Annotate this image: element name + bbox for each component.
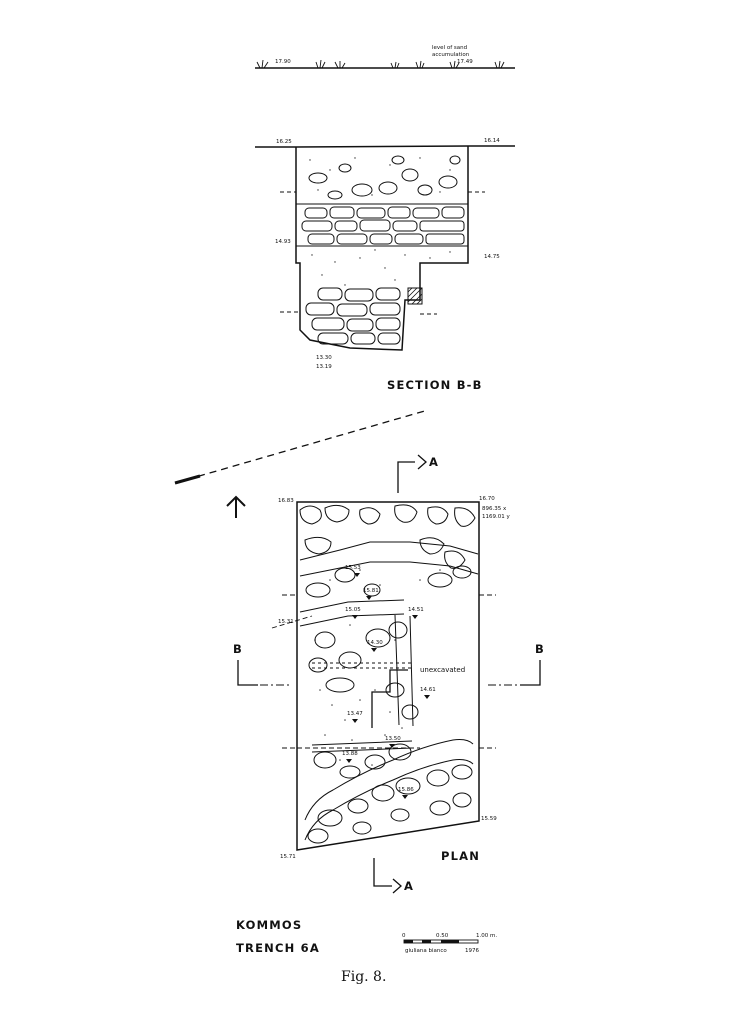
spot-elevation: 15.86 bbox=[398, 787, 414, 793]
svg-text:1.00 m.: 1.00 m. bbox=[476, 933, 497, 939]
plan-corner-sw: 15.71 bbox=[280, 854, 296, 860]
section-title: SECTION B-B bbox=[387, 378, 483, 392]
section-upper-stones bbox=[308, 155, 461, 200]
trench-outline bbox=[296, 501, 480, 851]
plan-coord-y: 1169.01 y bbox=[482, 514, 510, 520]
svg-text:B: B bbox=[233, 642, 243, 656]
surface-profile: 17.90 level of sand accumulation 17.49 bbox=[255, 45, 515, 69]
spot-markers bbox=[346, 573, 430, 799]
section-marker-b-right: B bbox=[488, 642, 545, 686]
surface-elev-right: 17.49 bbox=[457, 59, 473, 65]
section-elev-mid-left: 14.93 bbox=[275, 239, 291, 245]
section-marker-b-left: B bbox=[233, 642, 290, 686]
spot-elevations: 15.53 15.81 15.05 14.51 14.30 14.61 13.4… bbox=[342, 565, 436, 793]
section-level-ticks bbox=[280, 191, 485, 315]
spot-elevation: 15.53 bbox=[345, 565, 361, 571]
spot-elevation: 13.88 bbox=[342, 751, 358, 757]
section-lower-stones bbox=[305, 287, 401, 345]
spot-elevation: 14.30 bbox=[367, 640, 383, 646]
section-elev-bottom-2: 13.19 bbox=[316, 364, 332, 370]
section-stone-courses bbox=[296, 203, 468, 247]
svg-text:0.50: 0.50 bbox=[436, 933, 449, 939]
svg-text:0: 0 bbox=[402, 933, 406, 939]
section-elev-mid-right: 14.75 bbox=[484, 254, 500, 260]
plan-left-edge: 15.31 bbox=[278, 619, 294, 625]
svg-text:A: A bbox=[429, 455, 439, 469]
grass-tufts bbox=[256, 59, 505, 69]
section-marker-a-bottom: A bbox=[373, 858, 414, 894]
figure-caption: Fig. 8. bbox=[341, 969, 386, 985]
plan-coord-x: 896.35 x bbox=[482, 506, 507, 512]
north-arrow-icon bbox=[226, 495, 246, 518]
plan-section-lines bbox=[271, 594, 496, 749]
draftsman-name: giuliana bianco bbox=[405, 948, 447, 954]
section-marker-a-top: A bbox=[397, 454, 439, 493]
plan-corner-nw: 16.83 bbox=[278, 498, 294, 504]
excavation-step-line bbox=[371, 669, 408, 728]
spot-elevation: 14.61 bbox=[420, 687, 436, 693]
section-stipple bbox=[309, 157, 451, 286]
section-hatched-block bbox=[407, 287, 423, 305]
title-block: KOMMOS TRENCH 6A 0 0.50 1.00 m. giuliana… bbox=[236, 918, 497, 955]
plan-corner-ne: 16.70 bbox=[479, 496, 495, 502]
sand-note-line2: accumulation bbox=[432, 52, 470, 58]
unexcavated-label: unexcavated bbox=[420, 666, 465, 674]
spot-elevation: 13.50 bbox=[385, 736, 401, 742]
plan-diagonal-line bbox=[174, 409, 429, 484]
plan: A bbox=[174, 409, 545, 894]
section-elev-top-right: 16.14 bbox=[484, 138, 500, 144]
drawing-year: 1976 bbox=[465, 948, 479, 954]
spot-elevation: 13.47 bbox=[347, 711, 363, 717]
section-elev-bottom-1: 13.30 bbox=[316, 355, 332, 361]
svg-text:A: A bbox=[404, 879, 414, 893]
section-elev-top-left: 16.25 bbox=[276, 139, 292, 145]
sand-note-line1: level of sand bbox=[432, 45, 467, 51]
trench-name: TRENCH 6A bbox=[236, 941, 320, 955]
section-b-b: 16.25 16.14 14.93 14.75 13.30 13.19 SECT… bbox=[255, 138, 515, 392]
plan-stones bbox=[299, 504, 479, 844]
surface-elev-left: 17.90 bbox=[275, 59, 291, 65]
spot-elevation: 15.05 bbox=[345, 607, 361, 613]
site-name: KOMMOS bbox=[236, 918, 302, 932]
plan-title: PLAN bbox=[441, 849, 480, 863]
spot-elevation: 14.51 bbox=[408, 607, 424, 613]
plan-corner-se: 15.59 bbox=[481, 816, 497, 822]
svg-text:B: B bbox=[535, 642, 545, 656]
spot-elevation: 15.81 bbox=[363, 588, 379, 594]
plan-stipple bbox=[314, 569, 441, 766]
scale-bar: 0 0.50 1.00 m. bbox=[402, 933, 497, 944]
